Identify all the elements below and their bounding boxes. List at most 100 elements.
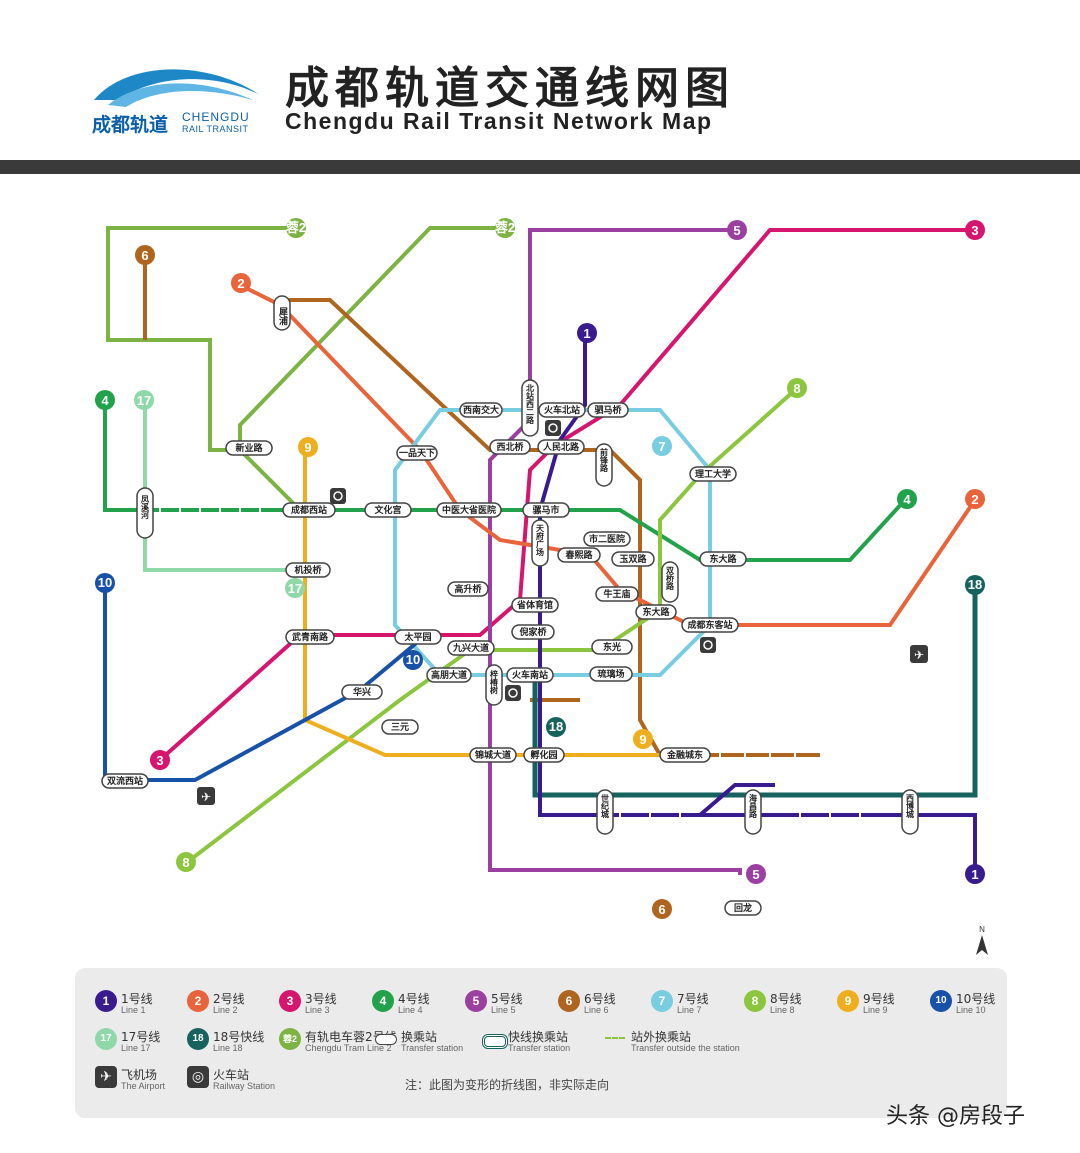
line-4-badge: 4 [372,990,394,1012]
svg-text:2: 2 [971,492,978,507]
label-mengzhui: 孵化园 [530,749,557,761]
label-linyin: 琉璃场 [597,668,624,680]
legend-line-5-cn: 5号线 [491,992,523,1006]
label-jinrong: 金融城东 [666,749,703,761]
legend-line-4-cn: 4号线 [398,992,430,1006]
legend-line-3-cn: 3号线 [305,992,337,1006]
svg-text:9: 9 [639,732,646,747]
label-taiping: 太平园 [403,631,431,643]
legend-line-10-en: Line 10 [956,1005,986,1015]
legend-railway-en: Railway Station [213,1081,276,1091]
interchange-labels: 犀浦 新业路 成都西站 文化宫 一品天下 中医大省医院 西南交大 西北桥 火车北… [107,307,752,914]
station-sanyuan [381,719,419,735]
label-fengxi: 凤溪河 [140,495,150,520]
station-haichang [744,789,762,835]
station-huoche-nan [506,667,554,683]
svg-text:1: 1 [971,867,978,882]
railway-icon-3 [700,637,716,653]
line-8-badge: 8 [744,990,766,1012]
label-donghu: 东光 [603,641,621,653]
line-9-badge: 9 [837,990,859,1012]
label-sanyuan: 三元 [391,722,409,733]
line-7 [393,408,712,677]
svg-text:18: 18 [549,719,563,734]
svg-text:3: 3 [971,223,978,238]
station-jichang [285,562,331,578]
label-huoche-nan: 火车南站 [512,669,548,681]
label-shi-er: 市二医院 [589,533,625,545]
svg-text:17: 17 [288,581,302,596]
line-10 [103,585,422,782]
station-xipu [273,295,291,331]
svg-text:3: 3 [156,753,163,768]
outside-transfer-icon [605,1037,625,1039]
legend-tram-2-en: Chengdu Tram Line 2 [305,1043,392,1053]
station-gaosheng [447,581,489,597]
line-7-badge: 7 [651,990,673,1012]
station-ticks [159,508,861,817]
svg-text:6: 6 [141,248,148,263]
label-dongda: 东大路 [642,606,670,618]
logo-icon [94,69,260,107]
station-beizhan-xi [521,379,539,437]
station-jiuxing [447,640,495,656]
legend-express-cn: 快线换乘站 [508,1030,569,1044]
station-shuangliu [101,773,149,789]
map-note: 注：此图为变形的折线图，非实际走向 [405,1078,610,1092]
station-chunxi [557,547,601,563]
label-zhanghe: 梓椿树 [489,669,499,695]
logo-text-en: CHENGDU [182,110,250,124]
line-2-badge: 2 [187,990,209,1012]
legend-line-4-en: Line 4 [398,1005,423,1015]
station-ligong [689,466,737,482]
legend-line-17-en: Line 17 [121,1043,151,1053]
legend-airport-en: The Airport [121,1081,166,1091]
label-huoche-bei: 火车北站 [544,404,580,416]
svg-text:蓉2: 蓉2 [286,220,306,235]
railway-icon-1 [330,488,346,504]
svg-text:5: 5 [733,223,740,238]
label-jinhua: 锦城大道 [475,749,511,761]
legend-line-18-en: Line 18 [213,1043,243,1053]
label-jichang: 机投桥 [294,564,322,576]
legend-line-2-cn: 2号线 [213,992,245,1006]
station-xibei [489,439,531,455]
transfer-station-icon [375,1034,397,1045]
svg-text:✈: ✈ [201,790,211,804]
station-zhanghe [485,664,503,706]
label-beizhan-xi: 北站西二路 [525,383,535,425]
legend-line-1-cn: 1号线 [121,992,153,1006]
label-tianfu: 天府广场 [535,524,545,557]
label-renmin-bei: 人民北路 [542,441,580,453]
label-xinan: 西南交大 [463,404,499,416]
station-gaopeng [426,667,472,683]
legend-line-1-en: Line 1 [121,1005,146,1015]
railway-icon-4 [505,685,521,701]
label-niuwang: 东大路 [709,553,737,565]
airport-icon-1: ✈ [197,787,215,805]
label-wuqing: 武青南路 [292,631,329,643]
station-mengzhui [523,747,565,763]
station-yushuang [611,551,655,567]
page-subtitle: Chengdu Rail Transit Network Map [285,108,713,134]
svg-text:10: 10 [98,575,112,590]
legend-line-9-cn: 9号线 [863,992,895,1006]
line-17-badge: 17 [95,1028,117,1050]
network-map[interactable]: 蓉2 蓉2 6 2 3 5 1 8 4 17 9 7 4 2 17 10 18 … [0,175,1080,965]
station-shi-er [583,531,631,547]
line-8 [188,388,797,862]
airport-icon: ✈ [95,1066,117,1088]
station-luoma [522,502,570,518]
line-18 [532,585,978,798]
legend-line-2-en: Line 2 [213,1005,238,1015]
legend-airport-cn: 飞机场 [121,1068,158,1082]
vertical-labels: 凤溪河 北站西二路 前锋路 天府广场 双桥路 梓椿树 世纪城 海昌路 西博城 [140,383,915,819]
legend-line-3-en: Line 3 [305,1005,330,1015]
label-huaxing: 华兴 [353,686,371,698]
legend-line-9-en: Line 9 [863,1005,888,1015]
station-tangma [587,402,629,418]
legend-line-6-cn: 6号线 [584,992,616,1006]
legend-tram-2-cn: 有轨电车蓉2号线 [305,1030,397,1044]
svg-text:10: 10 [406,652,420,667]
legend-line-5-en: Line 5 [491,1005,516,1015]
